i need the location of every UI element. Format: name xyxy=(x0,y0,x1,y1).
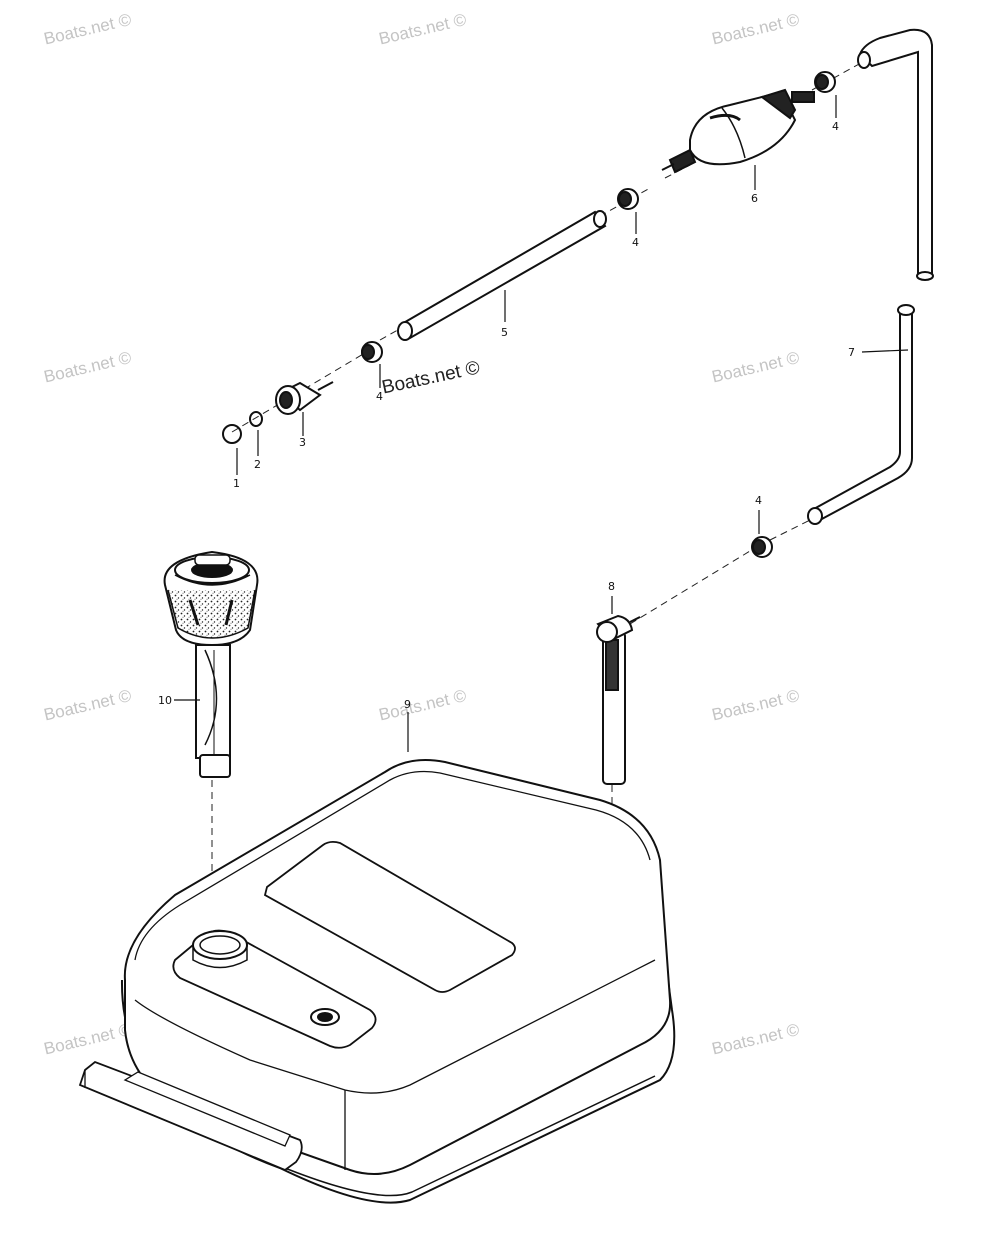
hose-clamp xyxy=(361,341,383,363)
fuel-line xyxy=(397,210,607,341)
callout-2: 2 xyxy=(254,458,261,471)
fuel-gauge xyxy=(163,550,259,778)
callout-7: 7 xyxy=(848,346,855,359)
primer-bulb xyxy=(661,88,815,174)
hose-clamp xyxy=(617,188,639,210)
washer xyxy=(249,411,263,427)
callout-10: 10 xyxy=(158,694,172,707)
callout-8: 8 xyxy=(608,580,615,593)
callout-4: 4 xyxy=(755,494,762,507)
fuel-hose-upper xyxy=(857,28,934,281)
hose-clamp xyxy=(751,536,773,558)
pickup-tube xyxy=(596,614,641,785)
o-ring xyxy=(222,424,242,444)
callout-5: 5 xyxy=(501,326,508,339)
fuel-connector xyxy=(275,381,334,415)
callout-1: 1 xyxy=(233,477,240,490)
callout-9: 9 xyxy=(404,698,411,711)
hose-clamp xyxy=(814,71,836,93)
callout-4: 4 xyxy=(832,120,839,133)
callout-3: 3 xyxy=(299,436,306,449)
fuel-tank xyxy=(78,759,676,1204)
leader-lines xyxy=(174,95,909,752)
callout-6: 6 xyxy=(751,192,758,205)
fuel-hose-lower xyxy=(807,304,915,525)
callout-4: 4 xyxy=(376,390,383,403)
callout-4: 4 xyxy=(632,236,639,249)
